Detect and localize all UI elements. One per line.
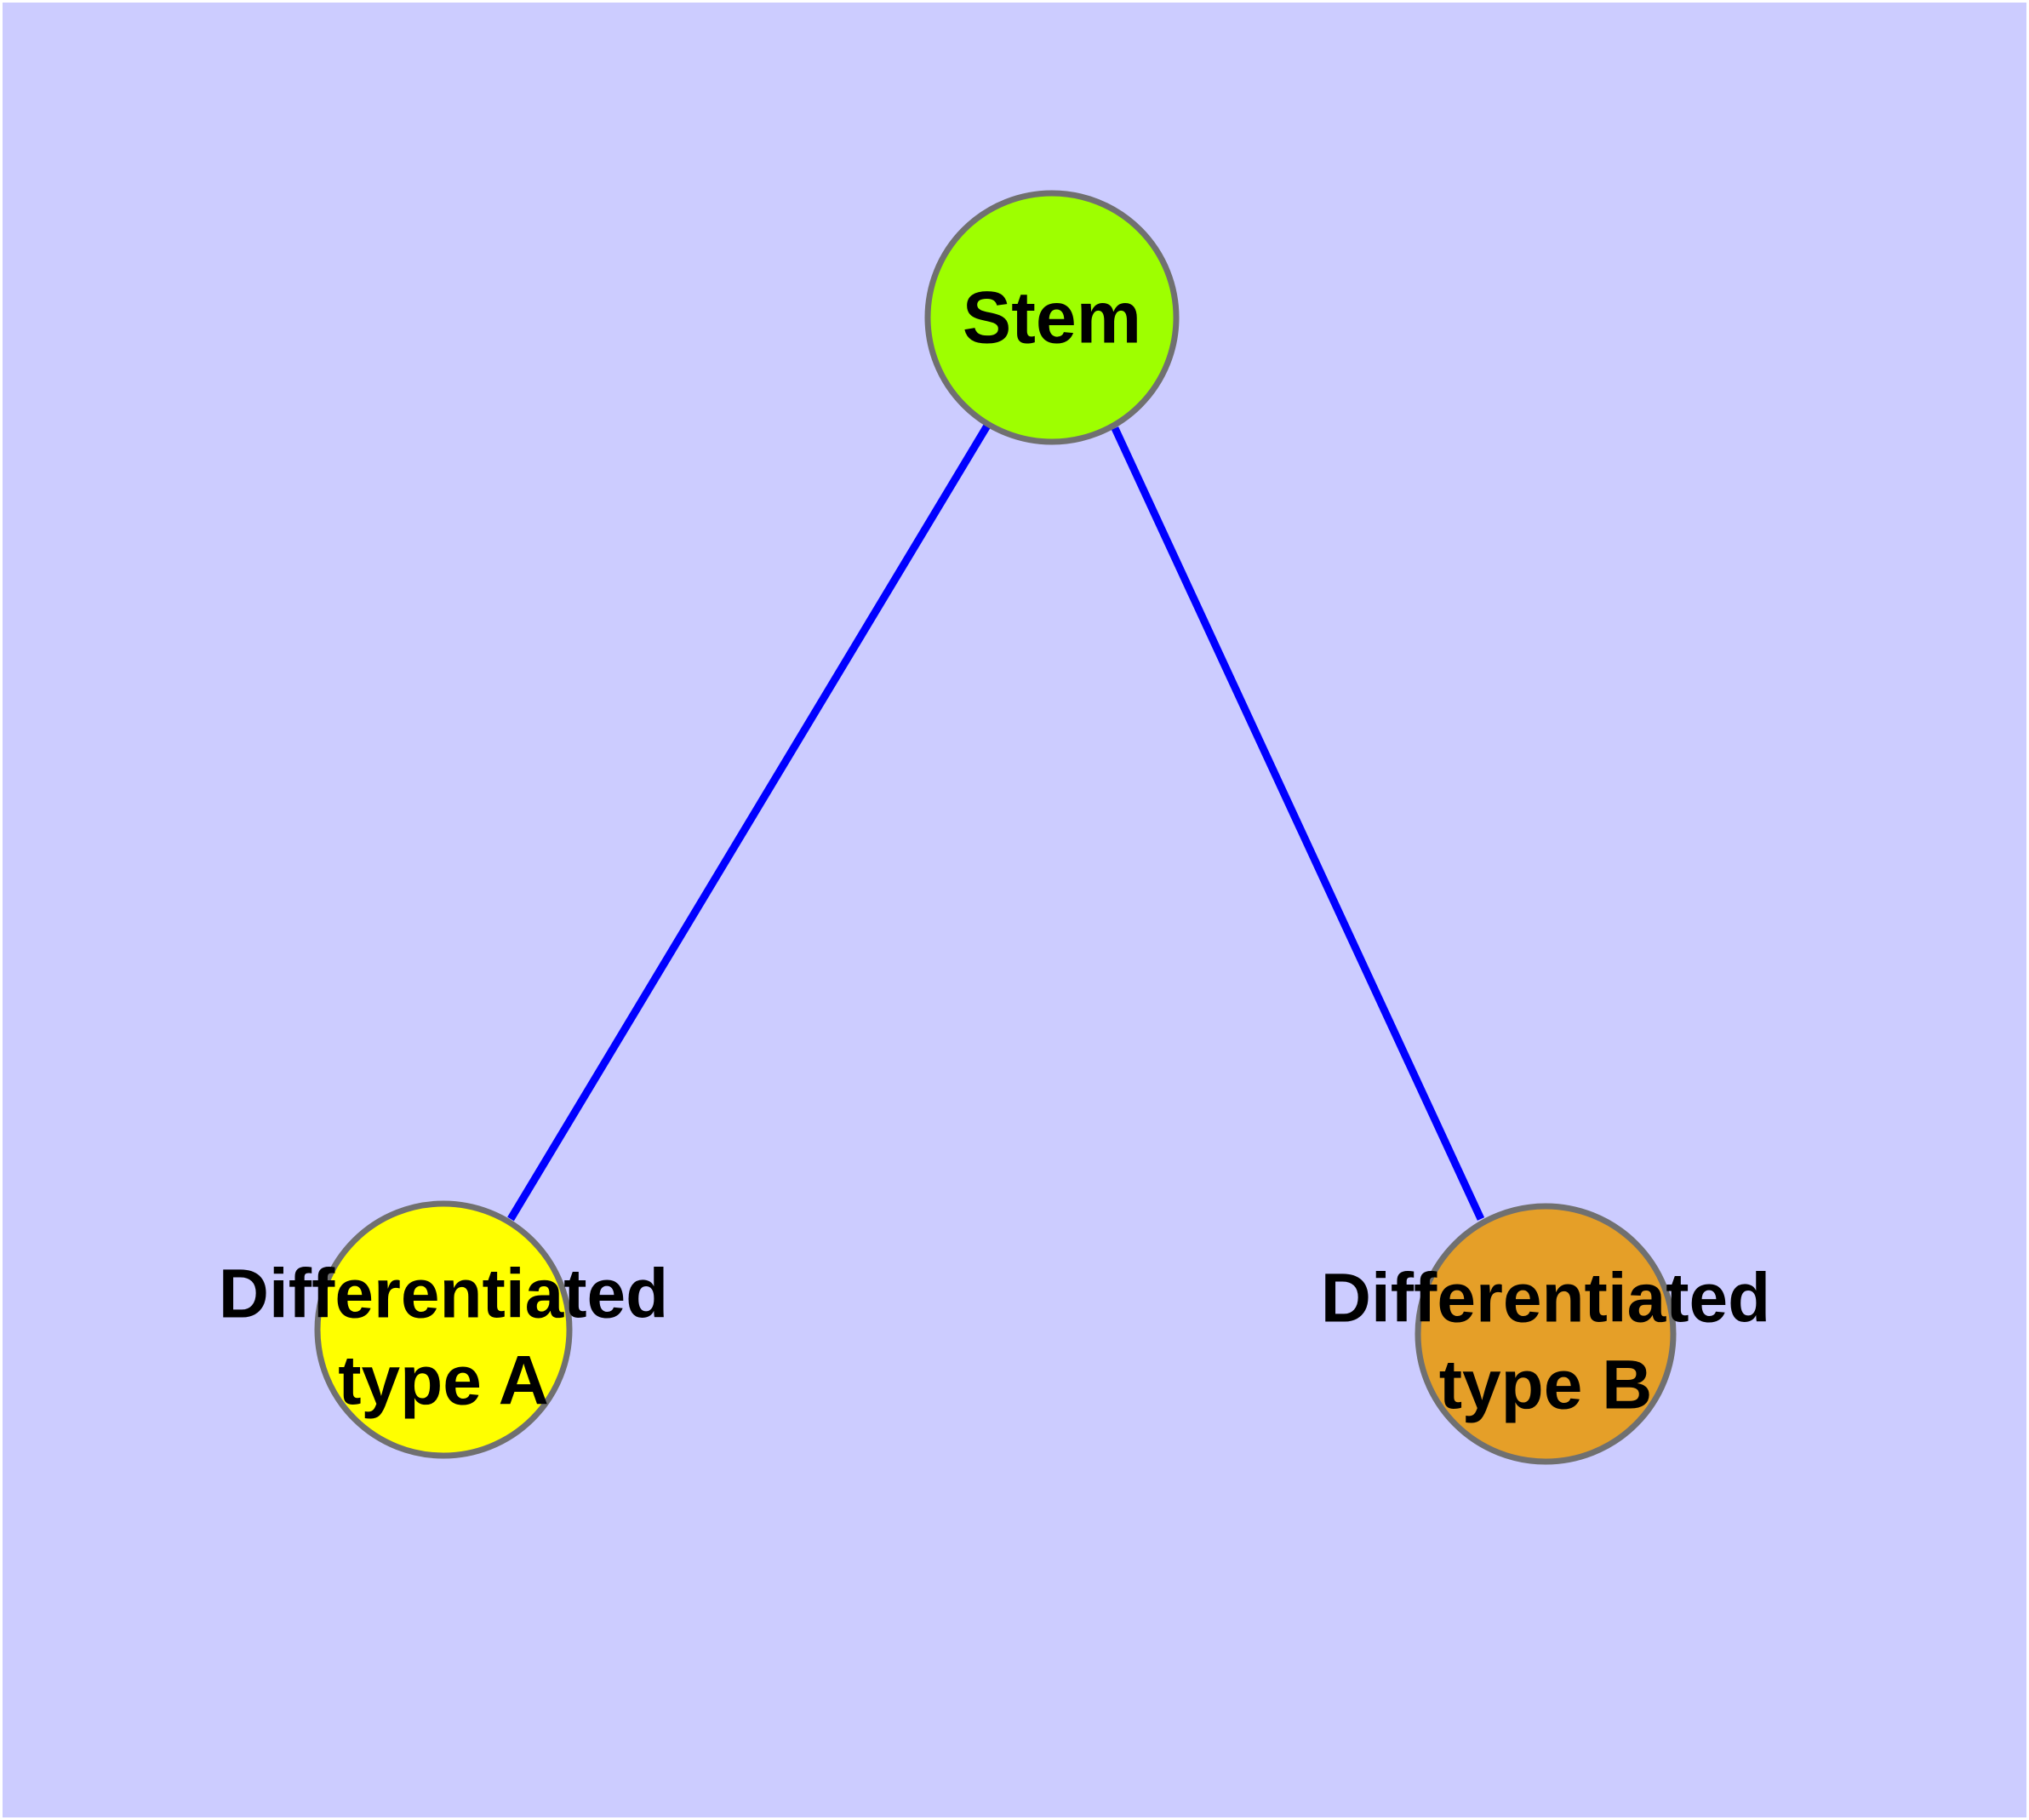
edge-stem-to-differentiated-type-a[interactable] <box>507 423 991 1222</box>
node-differentiated-type-b-circle[interactable] <box>1415 1203 1677 1465</box>
node-stem-circle[interactable] <box>924 190 1180 445</box>
edge-layer <box>507 423 1485 1222</box>
node-differentiated-type-a-circle[interactable] <box>314 1200 573 1459</box>
edge-stem-to-differentiated-type-b[interactable] <box>1111 426 1485 1221</box>
node-differentiated-type-b[interactable]: Differentiated type B <box>1321 1203 1771 1465</box>
node-layer: Stem Differentiated type A Differentiate… <box>219 190 1771 1465</box>
node-stem[interactable]: Stem <box>924 190 1180 445</box>
node-differentiated-type-a-label-line1: Differentiated <box>219 1256 669 1333</box>
node-differentiated-type-a[interactable]: Differentiated type A <box>219 1200 669 1459</box>
node-differentiated-type-b-label-line2: type B <box>1439 1347 1653 1424</box>
node-differentiated-type-a-label-line2: type A <box>338 1342 549 1420</box>
node-differentiated-type-b-label-line1: Differentiated <box>1321 1260 1771 1337</box>
node-stem-label: Stem <box>963 278 1141 359</box>
